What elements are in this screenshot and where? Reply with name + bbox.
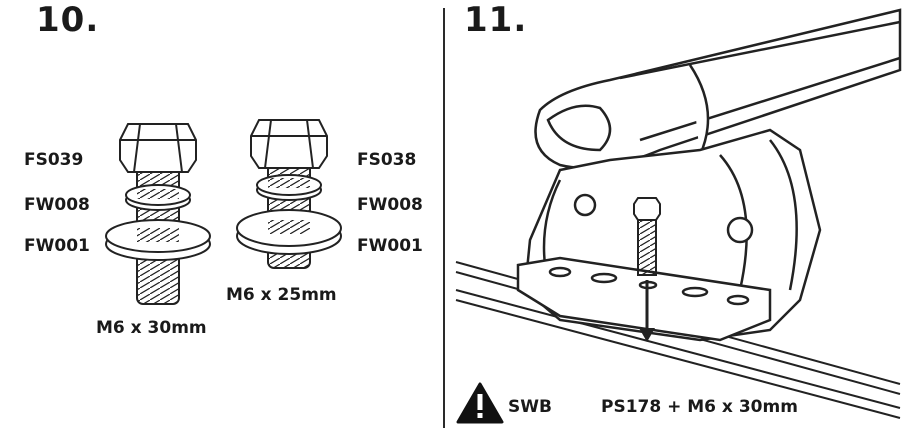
warning-triangle-icon (456, 382, 504, 424)
label-fw001-left: FW001 (24, 236, 90, 256)
panel-divider (443, 8, 445, 428)
label-fw008-right: FW008 (357, 195, 423, 215)
foot-bolt (633, 197, 661, 276)
label-fs039: FS039 (24, 150, 84, 170)
roof-bar (534, 8, 902, 170)
step-10-number: 10. (36, 0, 100, 40)
foot-bracket (516, 128, 822, 342)
bolt-m6-30mm (105, 123, 211, 305)
label-swb: SWB (508, 397, 552, 417)
label-m6-25mm: M6 x 25mm (226, 285, 337, 305)
down-arrow-icon (639, 280, 655, 342)
label-ps178: PS178 + M6 x 30mm (601, 397, 798, 417)
bolt-m6-25mm (236, 119, 342, 269)
label-m6-30mm: M6 x 30mm (96, 318, 207, 338)
label-fw008-left: FW008 (24, 195, 90, 215)
step-11-number: 11. (464, 0, 528, 40)
label-fw001-right: FW001 (357, 236, 423, 256)
label-fs038: FS038 (357, 150, 417, 170)
